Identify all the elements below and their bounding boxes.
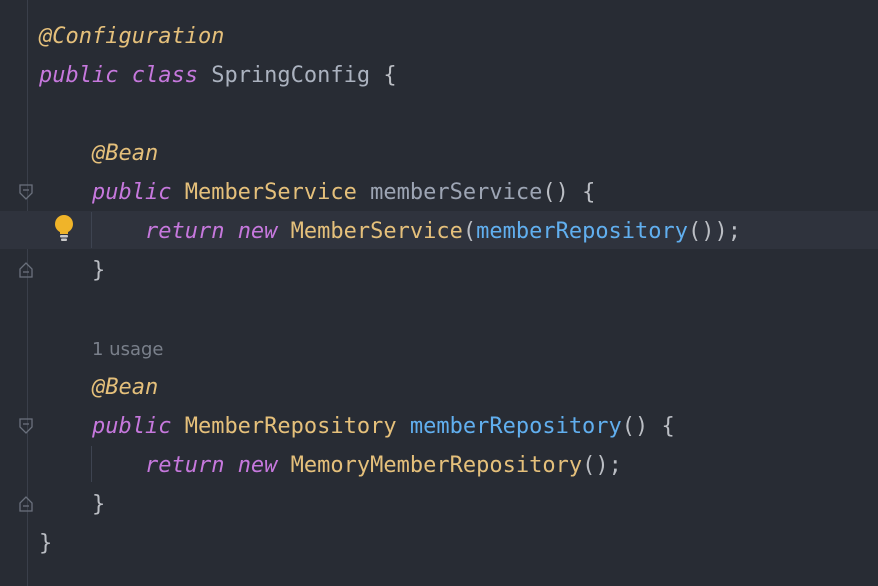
code-token: @Configuration — [39, 24, 225, 49]
code-token — [39, 453, 145, 478]
code-token: } — [39, 258, 106, 283]
code-token: MemberService — [184, 180, 371, 205]
usage-hint[interactable]: 1 usage — [91, 339, 164, 360]
code-token: public — [91, 414, 185, 439]
gutter-separator — [27, 0, 28, 586]
code-line[interactable]: return new MemberService(memberRepositor… — [39, 212, 878, 251]
code-line[interactable]: public MemberRepository memberRepository… — [39, 407, 878, 446]
code-token: (); — [582, 453, 622, 478]
code-token: SpringConfig — [211, 63, 384, 88]
fold-start-icon[interactable] — [18, 183, 34, 201]
code-token: new — [237, 453, 291, 478]
code-token: memberRepository — [409, 414, 622, 439]
code-token: memberService — [370, 180, 543, 205]
code-line[interactable]: @Bean — [39, 134, 878, 173]
code-token — [39, 414, 92, 439]
code-token: @Bean — [91, 141, 159, 166]
code-token: () { — [542, 180, 596, 205]
fold-start-icon[interactable] — [18, 417, 34, 435]
code-line[interactable]: 1 usage — [39, 329, 878, 368]
code-token — [39, 180, 92, 205]
code-token: } — [39, 492, 106, 517]
code-token: memberRepository — [476, 219, 689, 244]
code-token: return — [144, 219, 238, 244]
current-line-highlight — [0, 211, 878, 249]
fold-end-icon[interactable] — [18, 495, 34, 513]
code-token: MemberService — [290, 219, 463, 244]
code-line[interactable]: return new MemoryMemberRepository(); — [39, 446, 878, 485]
code-token: } — [39, 531, 53, 556]
code-editor[interactable]: @Configuration public class SpringConfig … — [39, 17, 878, 563]
code-token: { — [383, 63, 397, 88]
code-line[interactable] — [39, 290, 878, 329]
code-line[interactable]: public MemberService memberService() { — [39, 173, 878, 212]
code-token: @Bean — [91, 375, 159, 400]
fold-end-icon[interactable] — [18, 261, 34, 279]
code-line[interactable]: } — [39, 485, 878, 524]
code-token — [39, 141, 92, 166]
code-token: ( — [462, 219, 477, 244]
code-line[interactable] — [39, 95, 878, 134]
code-token — [39, 336, 92, 361]
code-token: MemberRepository — [184, 414, 410, 439]
code-line[interactable]: @Configuration — [39, 17, 878, 56]
code-token: public — [91, 180, 185, 205]
lightbulb-icon[interactable] — [52, 214, 76, 242]
indent-guide — [91, 212, 92, 248]
code-line[interactable]: public class SpringConfig { — [39, 56, 878, 95]
indent-guide — [91, 446, 92, 482]
code-token: () { — [621, 414, 675, 439]
code-line[interactable]: } — [39, 524, 878, 563]
code-line[interactable]: } — [39, 251, 878, 290]
code-token: ()); — [688, 219, 742, 244]
code-token: public — [39, 63, 132, 88]
code-token: new — [237, 219, 291, 244]
code-line[interactable]: @Bean — [39, 368, 878, 407]
code-token: MemoryMemberRepository — [290, 453, 583, 478]
code-token: return — [144, 453, 238, 478]
code-token — [39, 219, 145, 244]
code-token: class — [131, 63, 212, 88]
code-token — [39, 375, 92, 400]
